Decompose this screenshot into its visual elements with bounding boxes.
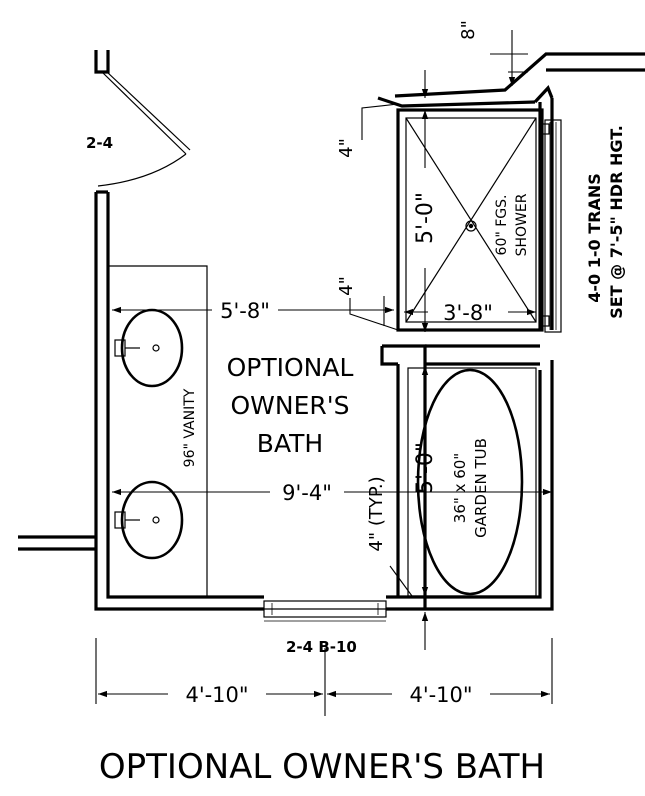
door-label-bottom: 2-4 B-10 — [286, 638, 357, 656]
window-label-line1: 4-0 1-0 TRANS — [585, 173, 604, 302]
window-label-line2: SET @ 7'-5" HDR HGT. — [607, 125, 626, 319]
exterior-walls — [18, 52, 645, 611]
door-2-4-bottom — [263, 600, 387, 622]
dim-5ft-tub: 5'-0" — [413, 442, 438, 494]
tub-label-line1: 36" x 60" — [451, 453, 469, 523]
door-label-top: 2-4 — [86, 134, 113, 152]
dim-8in: 8" — [458, 20, 479, 40]
shower-label-line1: 60" FGS. — [494, 195, 510, 256]
dim-5ft-shower: 5'-0" — [413, 192, 438, 244]
dimension-lines — [95, 30, 553, 716]
room-name-line2: OWNER'S — [230, 391, 349, 420]
window-transom — [540, 119, 562, 333]
vanity-label: 96" VANITY — [182, 388, 198, 467]
vanity — [108, 265, 208, 597]
shower-label-line2: SHOWER — [514, 193, 530, 256]
garden-tub — [407, 367, 537, 597]
tub-label-line2: GARDEN TUB — [472, 438, 490, 538]
dim-right-half: 4'-10" — [409, 683, 472, 707]
dim-3ft8-shower-width: 3'-8" — [443, 301, 493, 325]
shower-unit — [396, 108, 544, 332]
door-2-4-top — [94, 50, 191, 187]
dim-9ft4-overall: 9'-4" — [282, 481, 332, 505]
room-name-line3: BATH — [257, 429, 323, 458]
drawing-title: OPTIONAL OWNER'S BATH — [99, 747, 545, 787]
dim-4in-typ: 4" (TYP.) — [366, 476, 387, 551]
dim-left-half: 4'-10" — [185, 683, 248, 707]
dim-4in-partition: 4" — [336, 276, 357, 296]
dim-5ft8-vanity-shower: 5'-8" — [220, 299, 270, 323]
room-name-line1: OPTIONAL — [227, 353, 354, 382]
dim-4in-shower-wall: 4" — [336, 138, 357, 158]
